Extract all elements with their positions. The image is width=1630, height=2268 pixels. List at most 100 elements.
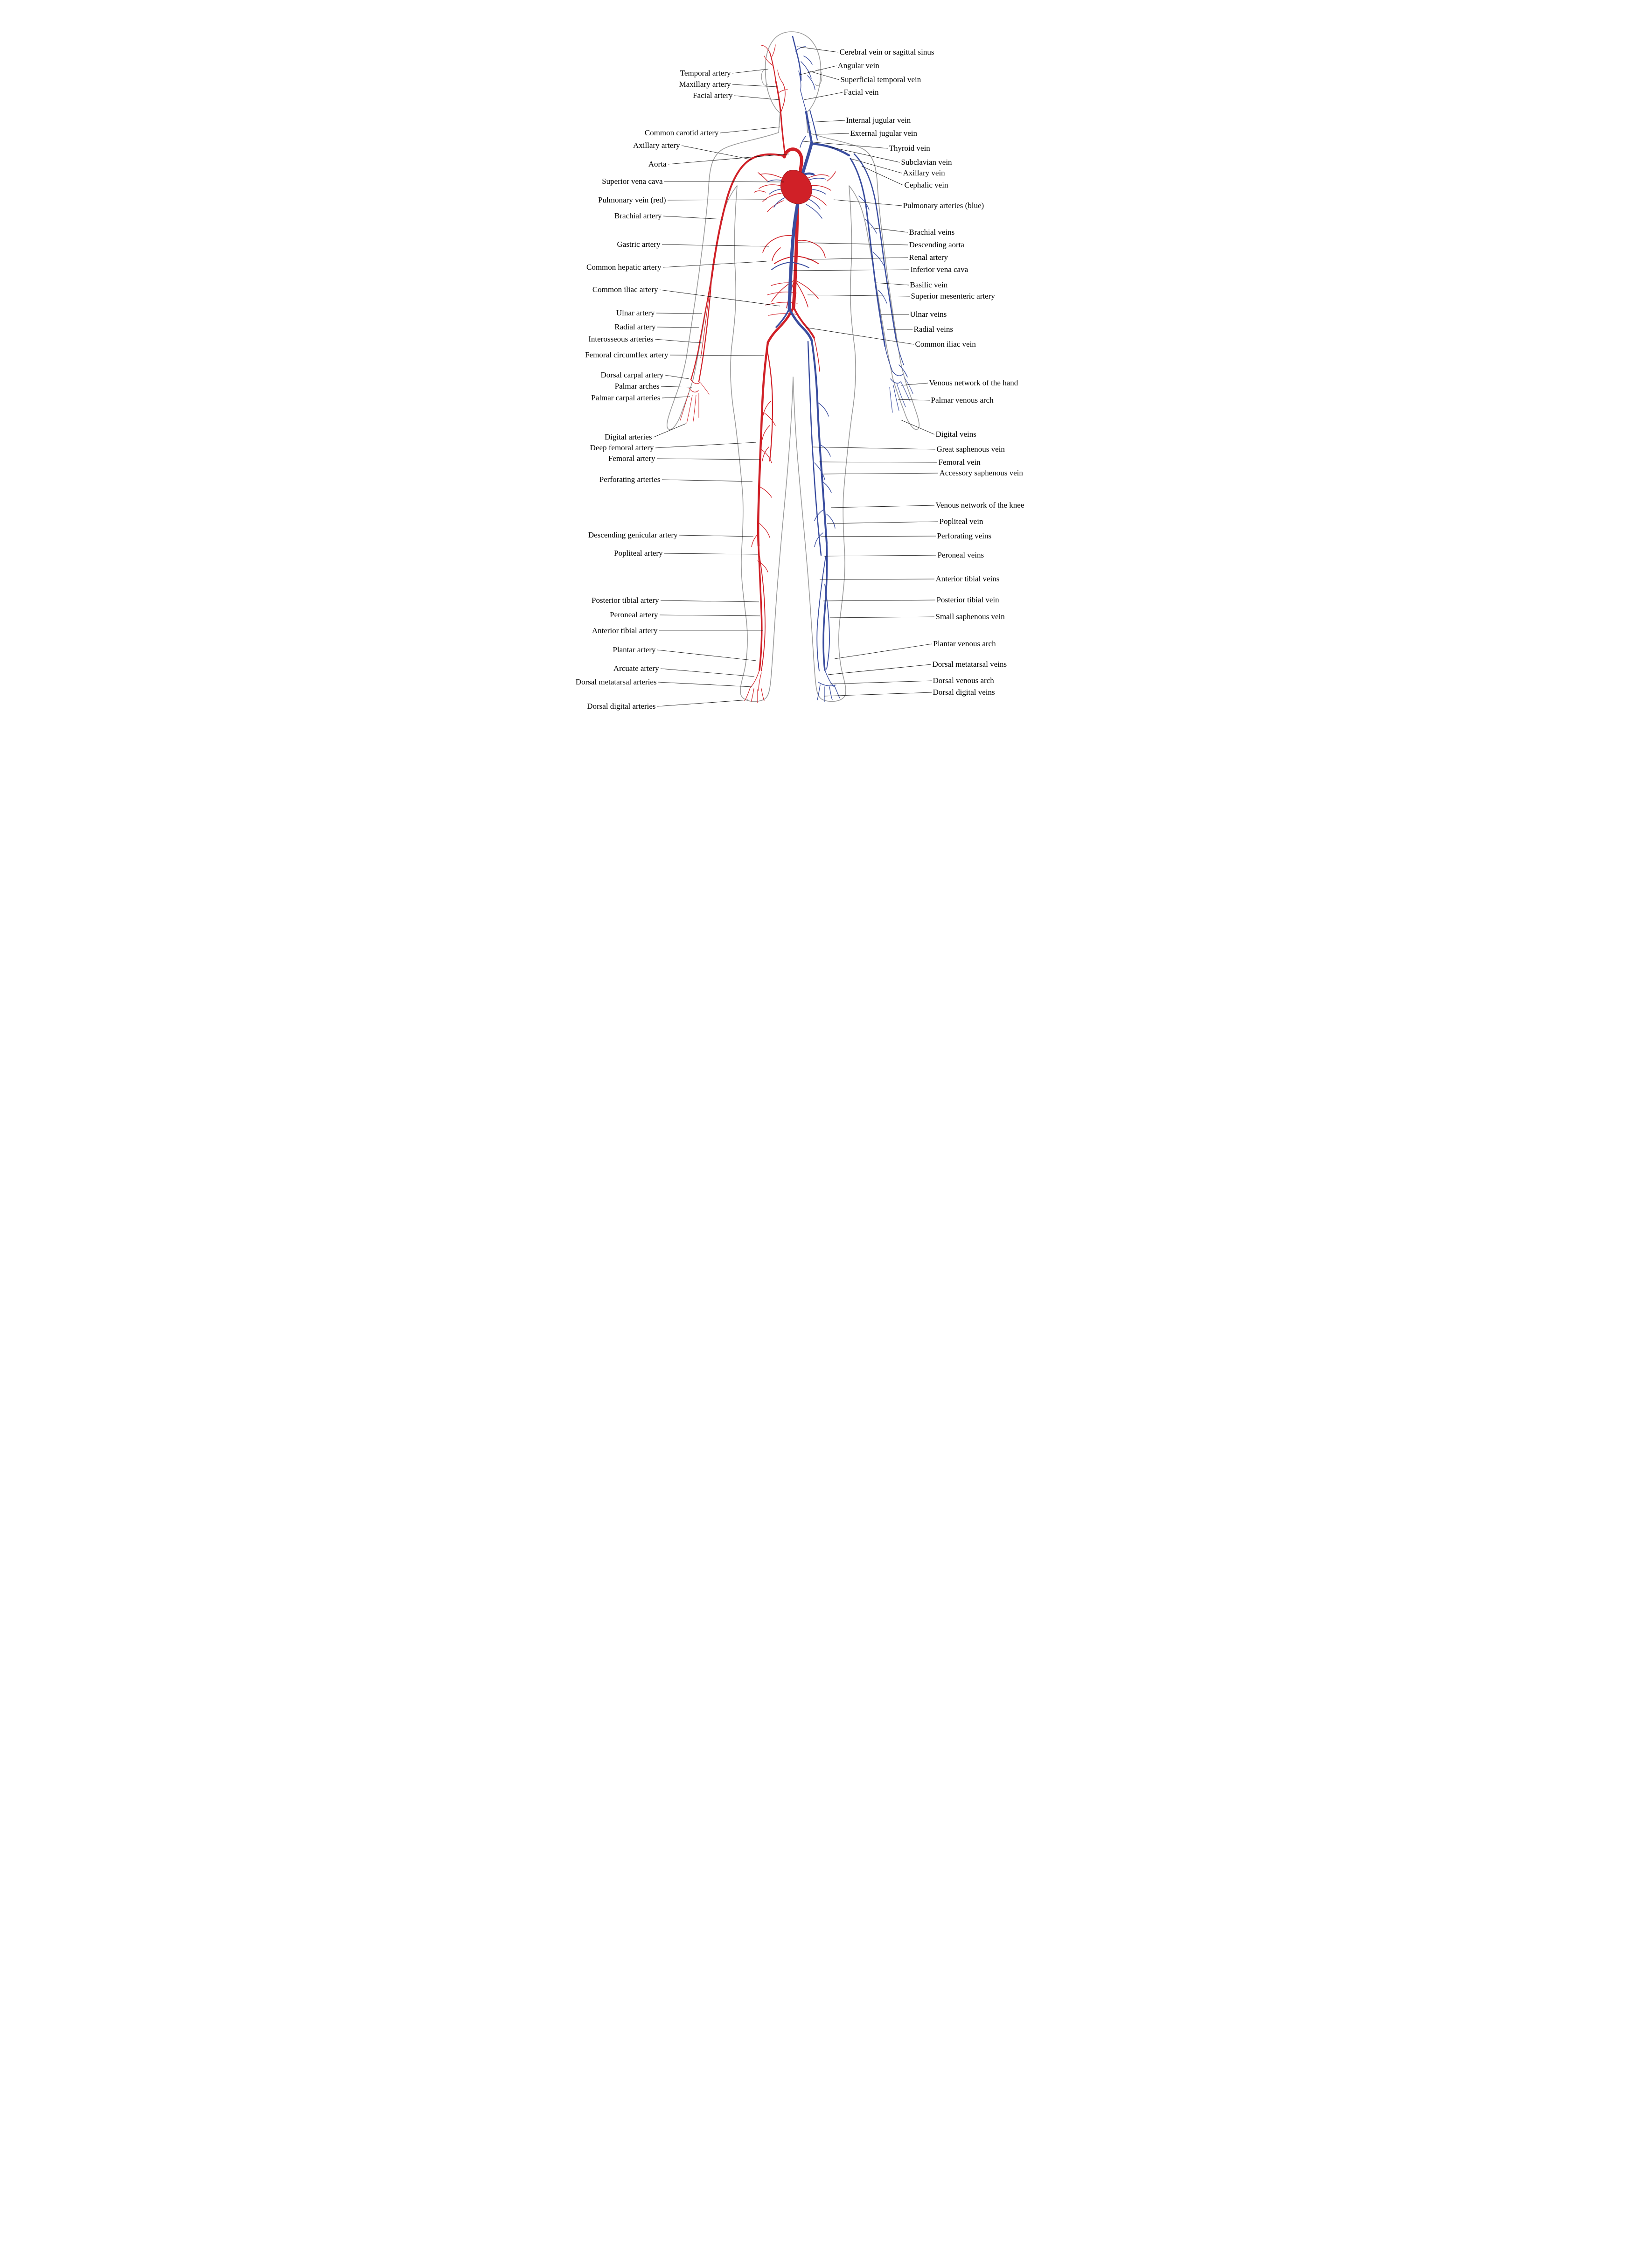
- leader-line: [664, 181, 784, 182]
- aortic-arch-path: [782, 147, 803, 165]
- leader-line: [861, 166, 903, 186]
- leader-line: [681, 145, 752, 160]
- leader-line: [824, 692, 932, 697]
- foot-veins-path: [816, 670, 840, 702]
- perforating-arteries-path: [761, 401, 771, 461]
- intestinal-arcades-path: [765, 282, 798, 316]
- small-saphenous-vein-path: [824, 584, 830, 670]
- heart-shape: [780, 170, 812, 204]
- leader-line: [720, 126, 780, 133]
- leader-line: [808, 120, 845, 123]
- anterior-tibial-veins-path: [816, 556, 826, 671]
- leader-line: [661, 386, 692, 388]
- leader-line: [827, 521, 938, 524]
- leader-line: [833, 199, 902, 206]
- leader-line: [656, 458, 760, 460]
- leader-line: [850, 158, 902, 174]
- thyroid-vein-path: [799, 136, 806, 148]
- inferior-vena-cava-path: [787, 199, 800, 311]
- carotid-artery-path: [775, 80, 786, 157]
- leader-line: [798, 242, 908, 245]
- leader-line: [807, 257, 908, 260]
- leader-line: [665, 375, 689, 379]
- renal-veins-path: [771, 262, 809, 270]
- leader-line: [662, 244, 769, 247]
- maxillary-artery-path: [778, 89, 788, 93]
- head-artery-branches: [760, 44, 783, 84]
- leader-line: [656, 313, 702, 314]
- leader-line: [807, 294, 910, 297]
- heart: [780, 170, 812, 204]
- gastric-hepatic-arteries: [762, 235, 826, 261]
- leader-line: [829, 680, 932, 684]
- cephalic-vein-path: [853, 153, 897, 341]
- leader-line: [664, 553, 758, 555]
- right-ear-outline: [815, 69, 822, 86]
- left-common-iliac-vein-path: [775, 308, 790, 328]
- leader-line: [900, 383, 928, 386]
- body-diagram: [653, 31, 938, 707]
- digital-veins-path: [889, 377, 913, 413]
- leader-line: [805, 327, 914, 345]
- femoral-vein-path: [810, 340, 828, 544]
- leader-line: [823, 600, 935, 601]
- ulnar-artery-path: [698, 278, 712, 383]
- digital-arteries-path: [680, 383, 709, 424]
- leader-line: [830, 505, 934, 508]
- great-saphenous-vein-path: [807, 341, 822, 556]
- renal-arteries-path: [773, 256, 819, 264]
- right-common-iliac-vein-path: [788, 307, 813, 342]
- facial-artery-path: [780, 83, 786, 112]
- leader-line: [834, 643, 932, 659]
- leader-line: [820, 536, 936, 537]
- external-jugular-vein-path: [809, 110, 818, 140]
- popliteal-tibial-vein-path: [822, 542, 828, 671]
- leader-line: [662, 396, 690, 398]
- leader-line: [655, 339, 702, 343]
- leader-line: [668, 154, 789, 165]
- body-silhouette: [666, 31, 919, 702]
- thigh-artery-branches: [758, 411, 776, 498]
- hand-venous-network-path: [884, 339, 908, 384]
- leader-line: [828, 664, 931, 675]
- temporal-artery-path: [769, 52, 776, 82]
- leader-line: [657, 699, 748, 707]
- pulmonary-arteries-branches: [766, 178, 826, 219]
- leader-line: [875, 282, 909, 286]
- right-common-iliac-artery-path: [792, 306, 815, 339]
- leader-line: [824, 555, 936, 557]
- popliteal-tibial-artery-path: [757, 545, 763, 671]
- leader-line: [871, 227, 908, 233]
- foot-arteries-path: [744, 670, 765, 703]
- anterior-tibial-artery-path: [759, 556, 766, 671]
- leader-line: [815, 133, 849, 135]
- leader-line: [803, 92, 843, 100]
- right-thigh-artery-stub: [813, 337, 820, 372]
- leader-line: [808, 70, 839, 80]
- leader-line: [658, 682, 752, 687]
- leader-line: [732, 84, 777, 87]
- deep-femoral-artery-path: [766, 348, 773, 462]
- femoral-artery-path: [757, 341, 769, 547]
- leader-line: [679, 535, 753, 537]
- leader-line: [900, 419, 934, 435]
- leader-line: [660, 668, 754, 677]
- leg-vein-branches: [814, 402, 836, 547]
- palmar-arches-path: [688, 379, 701, 393]
- basilic-vein-path: [850, 158, 885, 347]
- leader-line: [657, 649, 756, 661]
- leader-line: [669, 355, 764, 356]
- radial-artery-path: [690, 278, 712, 381]
- right-lung-red-vessels: [807, 171, 836, 206]
- left-lung-red-vessels: [753, 172, 784, 212]
- left-ear-outline: [761, 69, 768, 86]
- leader-line: [800, 65, 836, 75]
- leader-line: [662, 261, 766, 268]
- leader-line: [655, 442, 756, 448]
- leader-line: [823, 473, 938, 475]
- body-outline: [666, 31, 919, 702]
- leader-line: [734, 95, 780, 100]
- leader-line: [657, 327, 699, 328]
- leader-line: [659, 289, 780, 307]
